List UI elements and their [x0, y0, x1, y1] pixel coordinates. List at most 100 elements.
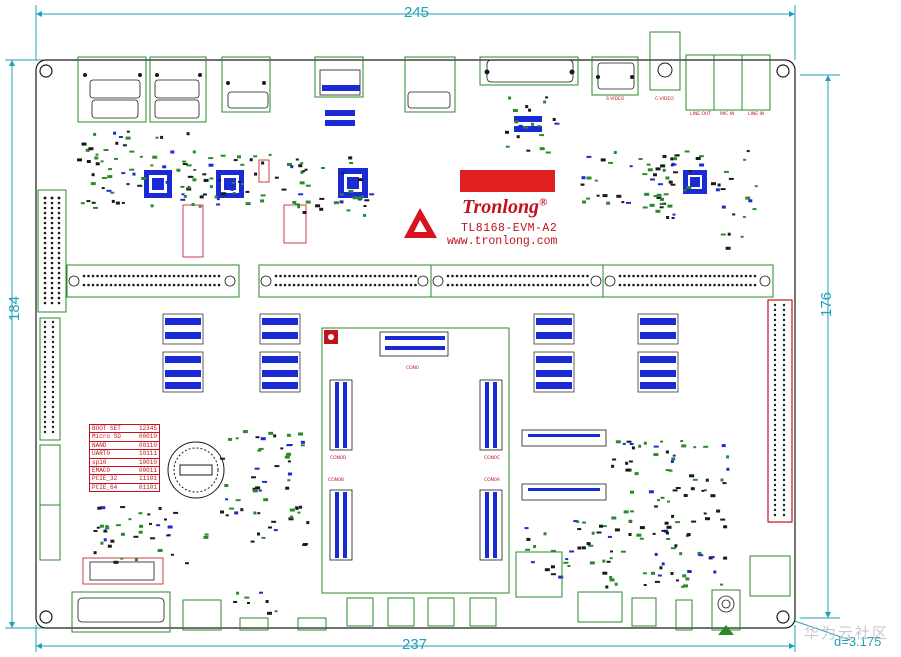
- header-pin: [505, 283, 508, 287]
- smd-part: [86, 160, 91, 163]
- smd-part: [304, 168, 308, 171]
- header-pin: [641, 274, 644, 278]
- header-pin: [208, 283, 212, 287]
- smd-part: [670, 572, 674, 575]
- smd-part: [125, 136, 131, 140]
- smd-part: [664, 521, 669, 525]
- smd-part: [254, 467, 260, 470]
- header-pin: [414, 283, 417, 287]
- header-pin: [50, 216, 54, 220]
- smd-part: [183, 194, 187, 198]
- smd-part: [670, 157, 674, 161]
- boot-bits: 11101: [138, 475, 157, 483]
- smd-part: [630, 510, 634, 513]
- header-pin: [627, 274, 631, 278]
- header-pin: [43, 211, 47, 215]
- smd-part: [91, 201, 96, 204]
- smd-part: [240, 508, 244, 512]
- header-pin: [51, 395, 55, 399]
- header-pin: [532, 283, 535, 287]
- header-pin: [518, 274, 522, 278]
- header-pin: [773, 488, 777, 492]
- smd-part: [701, 489, 705, 492]
- header-pin: [473, 274, 477, 278]
- smd-part: [676, 579, 679, 582]
- smd-part: [654, 580, 660, 583]
- header-pin: [473, 283, 477, 287]
- header-pin: [199, 274, 203, 278]
- header-pin: [168, 274, 171, 278]
- header-pin: [514, 274, 517, 278]
- header-pin: [464, 283, 468, 287]
- smd-part: [524, 527, 529, 530]
- header-pin: [782, 373, 786, 377]
- header-pin: [132, 274, 135, 278]
- header-pin: [43, 325, 47, 329]
- smd-part: [128, 518, 132, 521]
- header-pin: [43, 291, 47, 295]
- smd-part: [608, 161, 614, 164]
- header-pin: [43, 410, 47, 414]
- smd-part: [684, 150, 690, 153]
- smd-part: [141, 177, 147, 180]
- header-pin: [641, 283, 644, 287]
- header-pin: [659, 283, 662, 287]
- header-pin: [181, 274, 185, 278]
- smd-part: [176, 168, 181, 172]
- header-pin: [351, 283, 354, 287]
- header-pin: [735, 274, 739, 278]
- header-pin: [740, 283, 743, 287]
- header-pin: [105, 283, 108, 287]
- header-pin: [773, 423, 777, 427]
- header-pin: [50, 231, 54, 235]
- header-pin: [118, 283, 122, 287]
- header-pin: [50, 241, 54, 245]
- header-pin: [43, 271, 47, 275]
- header-pin: [726, 274, 730, 278]
- header-pin: [43, 246, 47, 250]
- header-pin: [509, 274, 513, 278]
- smd-part: [221, 192, 227, 196]
- header-pin: [43, 360, 47, 364]
- smd-part: [666, 216, 670, 219]
- header-pin: [782, 493, 786, 497]
- smd-part: [126, 183, 130, 186]
- smd-part: [158, 507, 162, 510]
- header-pin: [699, 283, 703, 287]
- smd-part: [118, 136, 123, 138]
- smd-part: [567, 565, 571, 567]
- smd-part: [675, 487, 681, 489]
- smd-part: [233, 601, 238, 603]
- boot-mode: PCIE_32: [92, 475, 118, 483]
- smd-part: [298, 164, 303, 168]
- boot-table-row: PCIE_32 11101: [90, 475, 159, 484]
- header-pin: [51, 345, 55, 349]
- smd-part: [173, 511, 179, 514]
- smd-part: [257, 449, 262, 452]
- smd-part: [255, 486, 261, 490]
- header-pin: [57, 261, 61, 265]
- header-pin: [337, 274, 341, 278]
- header-pin: [51, 390, 55, 394]
- header-pin: [699, 274, 703, 278]
- header-pin: [51, 320, 55, 324]
- smd-part: [357, 178, 363, 182]
- header-pin: [782, 488, 786, 492]
- header-pin: [650, 283, 653, 287]
- smd-part: [576, 521, 580, 523]
- header-pin: [360, 274, 363, 278]
- header-pin: [577, 274, 580, 278]
- smd-part: [720, 478, 724, 482]
- smd-part: [103, 538, 107, 542]
- smd-components: [77, 96, 758, 615]
- smd-part: [661, 529, 666, 532]
- smd-part: [300, 440, 305, 444]
- header-pin: [369, 283, 372, 287]
- battery-holder: [167, 441, 225, 499]
- smd-part: [268, 526, 272, 529]
- smd-part: [180, 198, 186, 201]
- header-pin: [690, 283, 694, 287]
